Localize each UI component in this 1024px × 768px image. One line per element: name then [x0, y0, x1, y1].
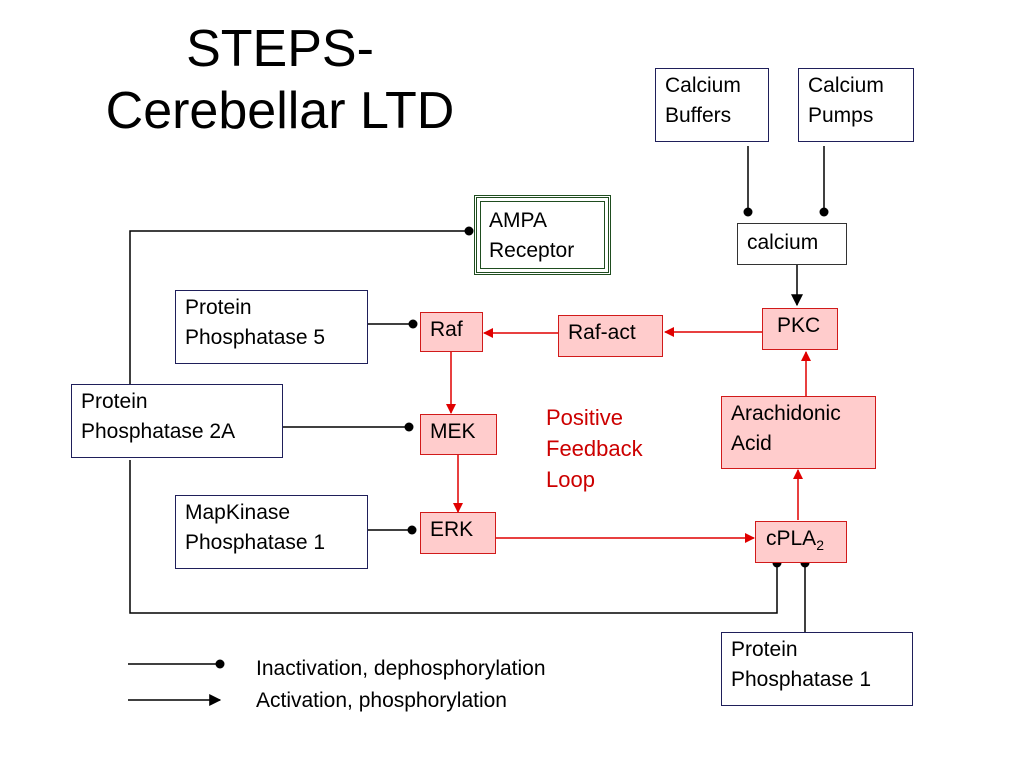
pp2a-line-1: Protein: [81, 390, 148, 413]
node-ampa-receptor: AMPA Receptor: [474, 195, 611, 275]
cpla2-subscript: 2: [816, 537, 824, 554]
dot-mek: [404, 422, 414, 432]
node-raf-act: Raf-act: [558, 315, 663, 357]
raf-act-label: Raf-act: [568, 321, 636, 344]
node-pkc: PKC: [762, 308, 838, 350]
feedback-line-1: Positive: [546, 405, 624, 430]
node-erk: ERK: [420, 512, 496, 554]
dot-calcium-left: [743, 207, 753, 217]
calcium-buffers-line-1: Calcium: [665, 74, 741, 97]
arachidonic-line-2: Acid: [731, 432, 772, 455]
legend-inactivation-label: Inactivation, dephosphorylation: [256, 657, 546, 680]
feedback-line-3: Loop: [546, 467, 595, 492]
raf-label: Raf: [430, 318, 463, 341]
activation-links: [446, 327, 811, 543]
pp2a-line-2: Phosphatase 2A: [81, 420, 236, 443]
dot-erk: [407, 525, 417, 535]
legend-inactivation-dot: [215, 659, 225, 669]
page-title: STEPS- Cerebellar LTD: [60, 18, 500, 142]
dot-calcium-right: [819, 207, 829, 217]
node-protein-phosphatase-2a: Protein Phosphatase 2A: [71, 384, 283, 458]
cpla2-label: cPLA2: [766, 524, 837, 560]
activation-black-links: [128, 264, 803, 706]
inactivation-links: [128, 146, 825, 665]
title-line-2: Cerebellar LTD: [105, 82, 455, 140]
ampa-receptor-line-1: AMPA: [489, 209, 547, 232]
pp1-line-1: Protein: [731, 638, 798, 661]
pkc-label: PKC: [777, 314, 821, 337]
calcium-label: calcium: [747, 231, 819, 254]
legend-activation-label: Activation, phosphorylation: [256, 689, 507, 712]
node-protein-phosphatase-1: Protein Phosphatase 1: [721, 632, 913, 706]
dot-ampa: [464, 226, 474, 236]
mek-label: MEK: [430, 420, 476, 443]
ampa-receptor-line-2: Receptor: [489, 239, 575, 262]
pp5-line-1: Protein: [185, 296, 252, 319]
feedback-line-2: Feedback: [546, 436, 643, 461]
mkp1-line-1: MapKinase: [185, 501, 291, 524]
calcium-pumps-line-2: Pumps: [808, 104, 874, 127]
calcium-buffers-line-2: Buffers: [665, 104, 732, 127]
node-raf: Raf: [420, 312, 483, 352]
inactivation-dots: [215, 207, 829, 669]
title-line-1: STEPS-: [186, 20, 374, 78]
pp5-line-2: Phosphatase 5: [185, 326, 326, 349]
erk-label: ERK: [430, 518, 474, 541]
cpla2-text: cPLA: [766, 527, 817, 550]
node-cpla2: cPLA2: [755, 521, 847, 563]
node-mapkinase-phosphatase-1: MapKinase Phosphatase 1: [175, 495, 368, 569]
positive-feedback-loop-label: Positive Feedback Loop: [546, 402, 643, 495]
node-protein-phosphatase-5: Protein Phosphatase 5: [175, 290, 368, 364]
link-pp2a-to-ampa: [129, 230, 469, 384]
node-calcium: calcium: [737, 223, 847, 265]
node-calcium-buffers: Calcium Buffers: [655, 68, 769, 142]
dot-raf: [408, 319, 418, 329]
mkp1-line-2: Phosphatase 1: [185, 531, 326, 554]
arachidonic-line-1: Arachidonic: [731, 402, 841, 425]
pp1-line-2: Phosphatase 1: [731, 668, 872, 691]
link-pp2a-to-cpla2: [129, 460, 778, 614]
node-arachidonic-acid: Arachidonic Acid: [721, 396, 876, 469]
node-calcium-pumps: Calcium Pumps: [798, 68, 914, 142]
calcium-pumps-line-1: Calcium: [808, 74, 884, 97]
node-mek: MEK: [420, 414, 497, 455]
